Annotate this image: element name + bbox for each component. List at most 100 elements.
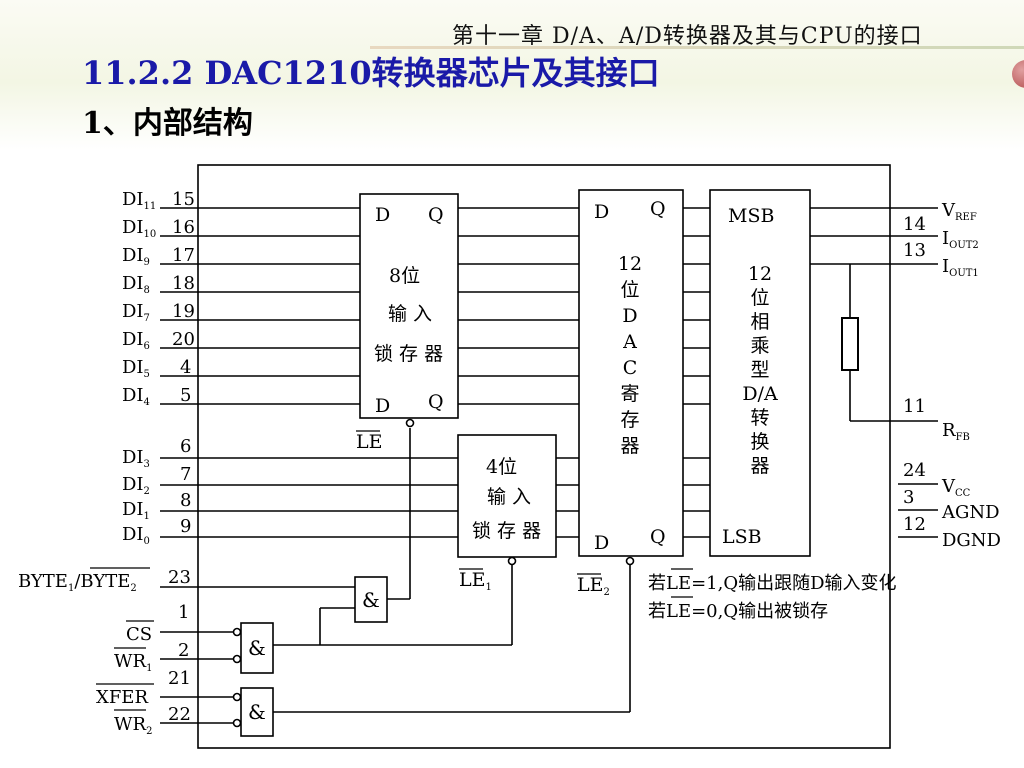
- le-bubble: [405, 418, 415, 428]
- and-symbol-byte: &: [362, 588, 380, 612]
- svg-text:12: 12: [618, 253, 642, 275]
- svg-text:DI5: DI5: [122, 357, 150, 380]
- agnd-pin: 3: [903, 487, 914, 508]
- svg-text:DI3: DI3: [122, 447, 150, 470]
- svg-text:DI2: DI2: [122, 474, 150, 497]
- latch4-box: [457, 434, 557, 558]
- svg-text:DI0: DI0: [122, 524, 150, 547]
- svg-text:输 入: 输 入: [388, 303, 432, 325]
- svg-text:D: D: [594, 532, 609, 554]
- latch8-box: [359, 193, 459, 419]
- svg-text:Q: Q: [650, 198, 666, 220]
- svg-text:乘: 乘: [750, 335, 769, 357]
- svg-text:DI4: DI4: [122, 385, 150, 408]
- input-di7: DI7 19: [122, 301, 195, 324]
- svg-text:15: 15: [172, 189, 195, 210]
- dgnd-pin: 12: [903, 514, 926, 535]
- xfer-label: XFER: [96, 687, 148, 708]
- svg-text:D: D: [622, 305, 637, 327]
- svg-text:位: 位: [620, 279, 639, 301]
- svg-text:LSB: LSB: [722, 526, 762, 548]
- iout1-label: IOUT1: [942, 256, 979, 279]
- iout2-pin: 13: [903, 240, 926, 261]
- svg-text:C: C: [623, 357, 638, 379]
- svg-text:DI9: DI9: [122, 245, 150, 268]
- wr2-pin: 22: [168, 704, 191, 725]
- overbars: [90, 430, 693, 711]
- svg-text:20: 20: [172, 329, 195, 350]
- svg-text:锁 存 器: 锁 存 器: [374, 343, 443, 365]
- dgnd-label: DGND: [942, 530, 1001, 551]
- input-di11: DI11 15: [122, 189, 195, 212]
- upper-input-lines: [160, 207, 360, 405]
- svg-text:相: 相: [750, 311, 769, 333]
- svg-text:19: 19: [172, 301, 195, 322]
- note-le-0: 若LE=0,Q输出被锁存: [648, 601, 828, 622]
- le1-bubble: [507, 556, 517, 566]
- svg-text:8位: 8位: [389, 265, 420, 287]
- agnd-label: AGND: [941, 502, 1000, 523]
- svg-text:DI7: DI7: [122, 301, 150, 324]
- rfb-pin: 11: [903, 396, 926, 417]
- output-labels: 14 VREF 13 IOUT2 IOUT1 11 RFB 24 VCC 3 A…: [903, 200, 1001, 551]
- svg-text:7: 7: [180, 464, 191, 485]
- svg-text:DI8: DI8: [122, 273, 150, 296]
- svg-text:Q: Q: [428, 391, 444, 413]
- multiplier-labels: MSB 12 位 相 乘 型 D/A 转 换 器 LSB: [722, 205, 778, 548]
- svg-text:型: 型: [750, 359, 769, 381]
- and-symbol-xfer: &: [248, 700, 266, 724]
- wr1-label: WR1: [114, 651, 152, 674]
- svg-text:转: 转: [750, 407, 769, 429]
- output-lines: [810, 207, 938, 538]
- iout2-label: IOUT2: [942, 228, 979, 251]
- svg-text:4位: 4位: [486, 456, 517, 478]
- control-wiring: [160, 428, 631, 724]
- cs-pin: 1: [178, 602, 189, 623]
- note-le-1: 若LE=1,Q输出跟随D输入变化: [648, 573, 897, 594]
- wr2-label: WR2: [114, 714, 152, 737]
- svg-text:器: 器: [620, 435, 639, 457]
- latch8-le-label: LE: [356, 431, 383, 453]
- svg-text:Q: Q: [650, 526, 666, 548]
- byte-pin: 23: [168, 567, 191, 588]
- vcc-label: VCC: [941, 476, 971, 499]
- svg-text:输 入: 输 入: [487, 486, 531, 508]
- byte-label: BYTE1/BYTE2: [18, 571, 137, 594]
- register-to-multiplier-lines: [683, 207, 710, 538]
- feedback-resistor: [841, 317, 859, 371]
- input-di9: DI9 17: [122, 245, 195, 268]
- svg-text:存: 存: [620, 409, 639, 431]
- vcc-pin: 24: [903, 460, 926, 481]
- latch4-le-label: LE1: [459, 569, 492, 593]
- and-gate-cs-wr1: [232, 622, 274, 674]
- control-labels: BYTE1/BYTE2 23 1 CS 2 WR1 21 XFER 22 WR2: [18, 567, 191, 737]
- latch8-labels: D Q 8位 输 入 锁 存 器 D Q LE: [356, 204, 444, 453]
- wr1-pin: 2: [178, 640, 189, 661]
- svg-text:DI10: DI10: [122, 217, 156, 240]
- vref-label: VREF: [941, 200, 977, 223]
- svg-text:MSB: MSB: [728, 205, 774, 227]
- svg-text:9: 9: [180, 516, 191, 537]
- input-di2: DI2 7: [122, 464, 191, 497]
- chip-outline: [197, 164, 891, 749]
- latch4-labels: 4位 输 入 锁 存 器 LE1: [459, 456, 541, 593]
- section-title: 11.2.2 DAC1210转换器芯片及其接口: [82, 54, 660, 92]
- svg-text:Q: Q: [428, 204, 444, 226]
- svg-text:17: 17: [172, 245, 195, 266]
- header-rule: [370, 46, 1024, 49]
- dac-register-box: [578, 189, 684, 557]
- rfb-label: RFB: [942, 420, 970, 443]
- svg-text:DI1: DI1: [122, 499, 150, 522]
- svg-text:D: D: [375, 395, 390, 417]
- cs-label: CS: [126, 624, 152, 645]
- svg-text:锁 存 器: 锁 存 器: [472, 520, 541, 542]
- svg-text:DI11: DI11: [122, 189, 156, 212]
